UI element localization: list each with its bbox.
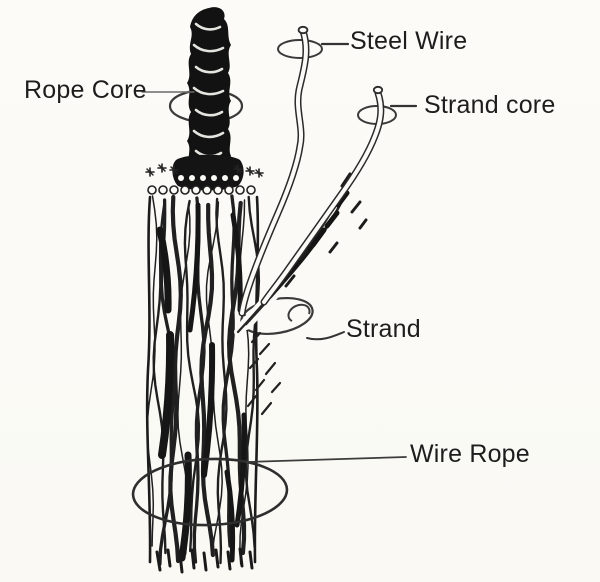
callout-loop-strand-small	[287, 303, 311, 322]
rope-texture	[146, 194, 261, 574]
label-steel-wire: Steel Wire	[350, 27, 468, 55]
callout-ellipse-wire-rope	[131, 457, 289, 527]
callout-ellipse-steel-wire	[277, 39, 323, 59]
leader-strand	[306, 331, 345, 341]
frayed-hatch	[246, 331, 282, 416]
label-strand-core: Strand core	[424, 91, 556, 119]
label-wire-rope: Wire Rope	[410, 440, 530, 468]
label-rope-core: Rope Core	[24, 76, 147, 104]
leader-wire-rope	[246, 456, 407, 463]
strand-core-drawing	[260, 85, 385, 306]
rope-cross-section	[145, 154, 264, 195]
steel-wire-drawing	[238, 25, 310, 317]
label-strand: Strand	[346, 315, 421, 343]
rope-edges	[145, 195, 260, 564]
rope-core-drawing	[187, 7, 231, 179]
leader-lines	[141, 42, 418, 463]
